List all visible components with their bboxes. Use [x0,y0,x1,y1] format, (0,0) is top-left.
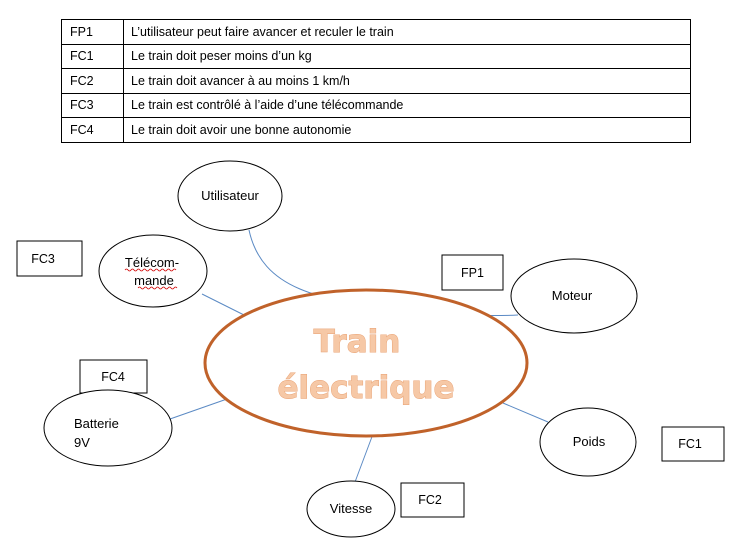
requirement-text: L’utilisateur peut faire avancer et recu… [123,19,691,45]
label-fc4: FC4 [101,370,125,384]
node-telecommande-label-line2: mande [134,273,174,288]
requirement-text: Le train doit avoir une bonne autonomie [123,117,691,143]
table-row: FC4 Le train doit avoir une bonne autono… [61,117,691,143]
spellcheck-underline [137,286,178,290]
node-moteur: Moteur [510,258,638,334]
requirement-text: Le train doit avancer à au moins 1 km/h [123,68,691,94]
node-train-electrique: Train électrique [203,288,529,438]
node-vitesse: Vitesse [306,480,396,538]
node-telecommande: Télécom- mande [98,234,208,308]
connector-poids [502,402,549,423]
requirements-table: FP1 L’utilisateur peut faire avancer et … [61,19,691,143]
label-box-fc3: FC3 [16,240,83,277]
label-box-fc1: FC1 [661,426,725,462]
node-batterie-label-line1: Batterie [74,416,119,431]
node-poids-label: Poids [573,434,606,449]
requirement-code: FP1 [61,19,124,45]
label-fp1: FP1 [461,266,484,280]
label-fc2: FC2 [418,493,442,507]
node-utilisateur-label: Utilisateur [201,188,259,203]
spellcheck-underline [124,268,177,272]
connector-vitesse [354,433,374,483]
requirement-text: Le train doit peser moins d’un kg [123,43,691,69]
node-batterie-label-line2: 9V [74,435,90,450]
label-fc1: FC1 [678,437,702,451]
requirement-code: FC3 [61,92,124,118]
label-fc3: FC3 [31,252,55,266]
node-telecommande-label-line1: Télécom- [125,255,179,270]
table-row: FC1 Le train doit peser moins d’un kg [61,43,691,69]
connector-telecommande [201,293,247,317]
connector-batterie [169,398,228,420]
label-box-fp1: FP1 [441,254,504,291]
node-poids: Poids [539,407,637,477]
table-row: FP1 L’utilisateur peut faire avancer et … [61,19,691,45]
requirement-text: Le train est contrôlé à l’aide d’une tél… [123,92,691,118]
table-row: FC3 Le train est contrôlé à l’aide d’une… [61,92,691,118]
table-row: FC2 Le train doit avancer à au moins 1 k… [61,68,691,94]
node-vitesse-label: Vitesse [330,501,372,516]
center-title-line1: Train [314,324,401,360]
node-batterie: Batterie 9V [43,389,173,467]
label-box-fc2: FC2 [400,482,465,518]
node-utilisateur: Utilisateur [177,160,283,232]
center-title-line2: électrique [277,370,454,406]
label-box-fc4: FC4 [79,359,148,394]
requirement-code: FC4 [61,117,124,143]
node-moteur-label: Moteur [552,288,593,303]
